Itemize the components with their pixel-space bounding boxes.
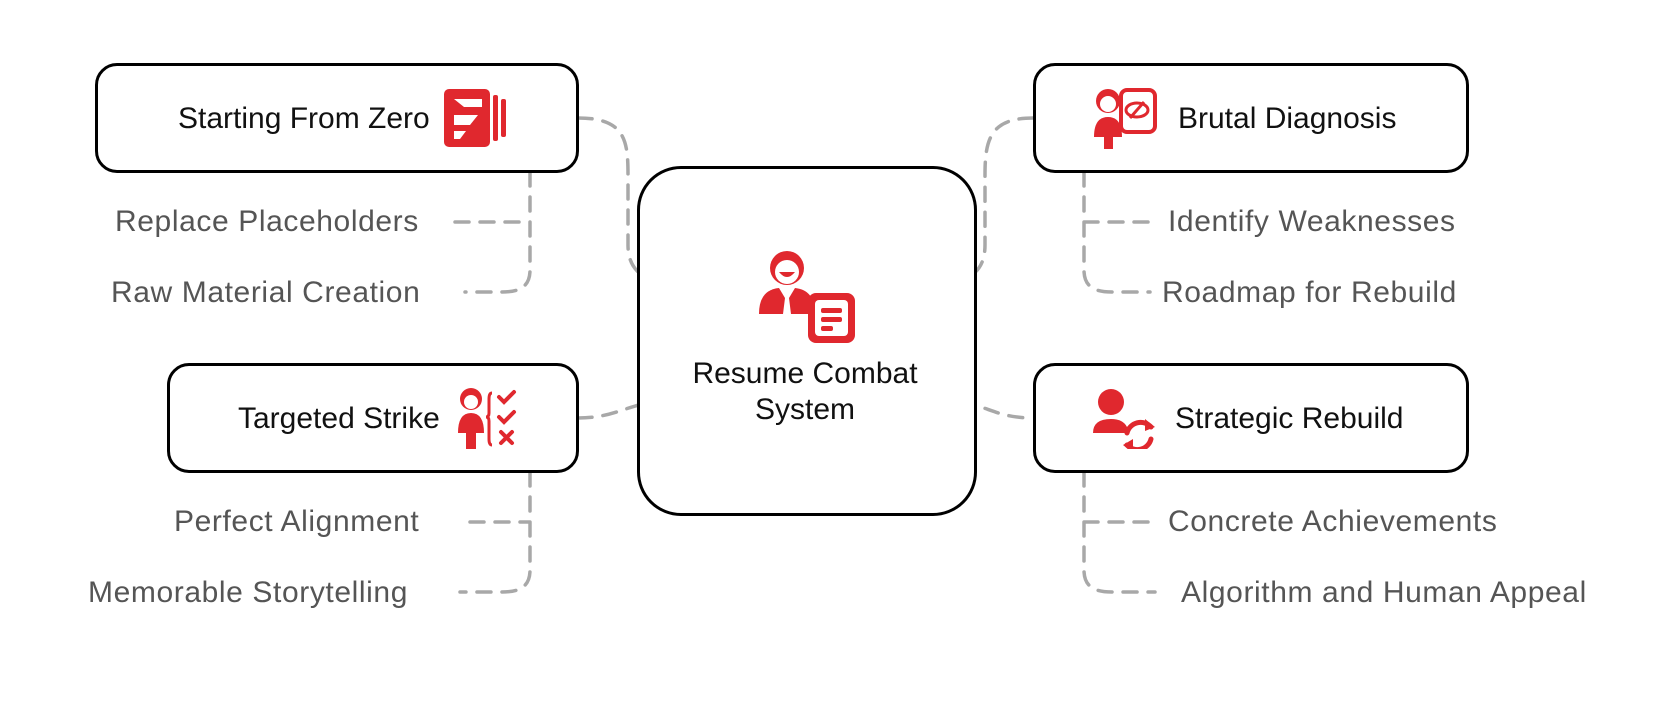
resume-person-icon <box>759 251 855 343</box>
sub-replace-placeholders: Replace Placeholders <box>115 205 419 238</box>
branch-title: Targeted Strike <box>238 402 440 435</box>
branch-starting-from-zero: Starting From Zero <box>95 63 579 173</box>
branch-strategic-rebuild: Strategic Rebuild <box>1033 363 1469 473</box>
branch-title: Starting From Zero <box>178 102 430 135</box>
connector-brutal-subs <box>1082 170 1152 294</box>
sub-concrete-achievements: Concrete Achievements <box>1168 505 1498 538</box>
person-inspect-icon <box>1094 88 1157 149</box>
connector-targeted-subs <box>458 470 532 594</box>
branch-title: Brutal Diagnosis <box>1178 102 1397 135</box>
person-refresh-icon <box>1093 389 1155 449</box>
center-node <box>637 166 977 516</box>
connector-strategic-subs <box>1082 470 1157 594</box>
sub-memorable-storytelling: Memorable Storytelling <box>88 576 408 609</box>
document-stack-icon <box>444 89 506 147</box>
sub-raw-material-creation: Raw Material Creation <box>111 276 421 309</box>
connector-starting-subs <box>453 170 532 294</box>
sub-algorithm-human-appeal: Algorithm and Human Appeal <box>1181 576 1587 609</box>
sub-perfect-alignment: Perfect Alignment <box>174 505 420 538</box>
sub-identify-weaknesses: Identify Weaknesses <box>1168 205 1456 238</box>
sub-roadmap-for-rebuild: Roadmap for Rebuild <box>1162 276 1457 309</box>
branch-title: Strategic Rebuild <box>1175 402 1404 435</box>
person-checklist-icon <box>458 388 516 449</box>
